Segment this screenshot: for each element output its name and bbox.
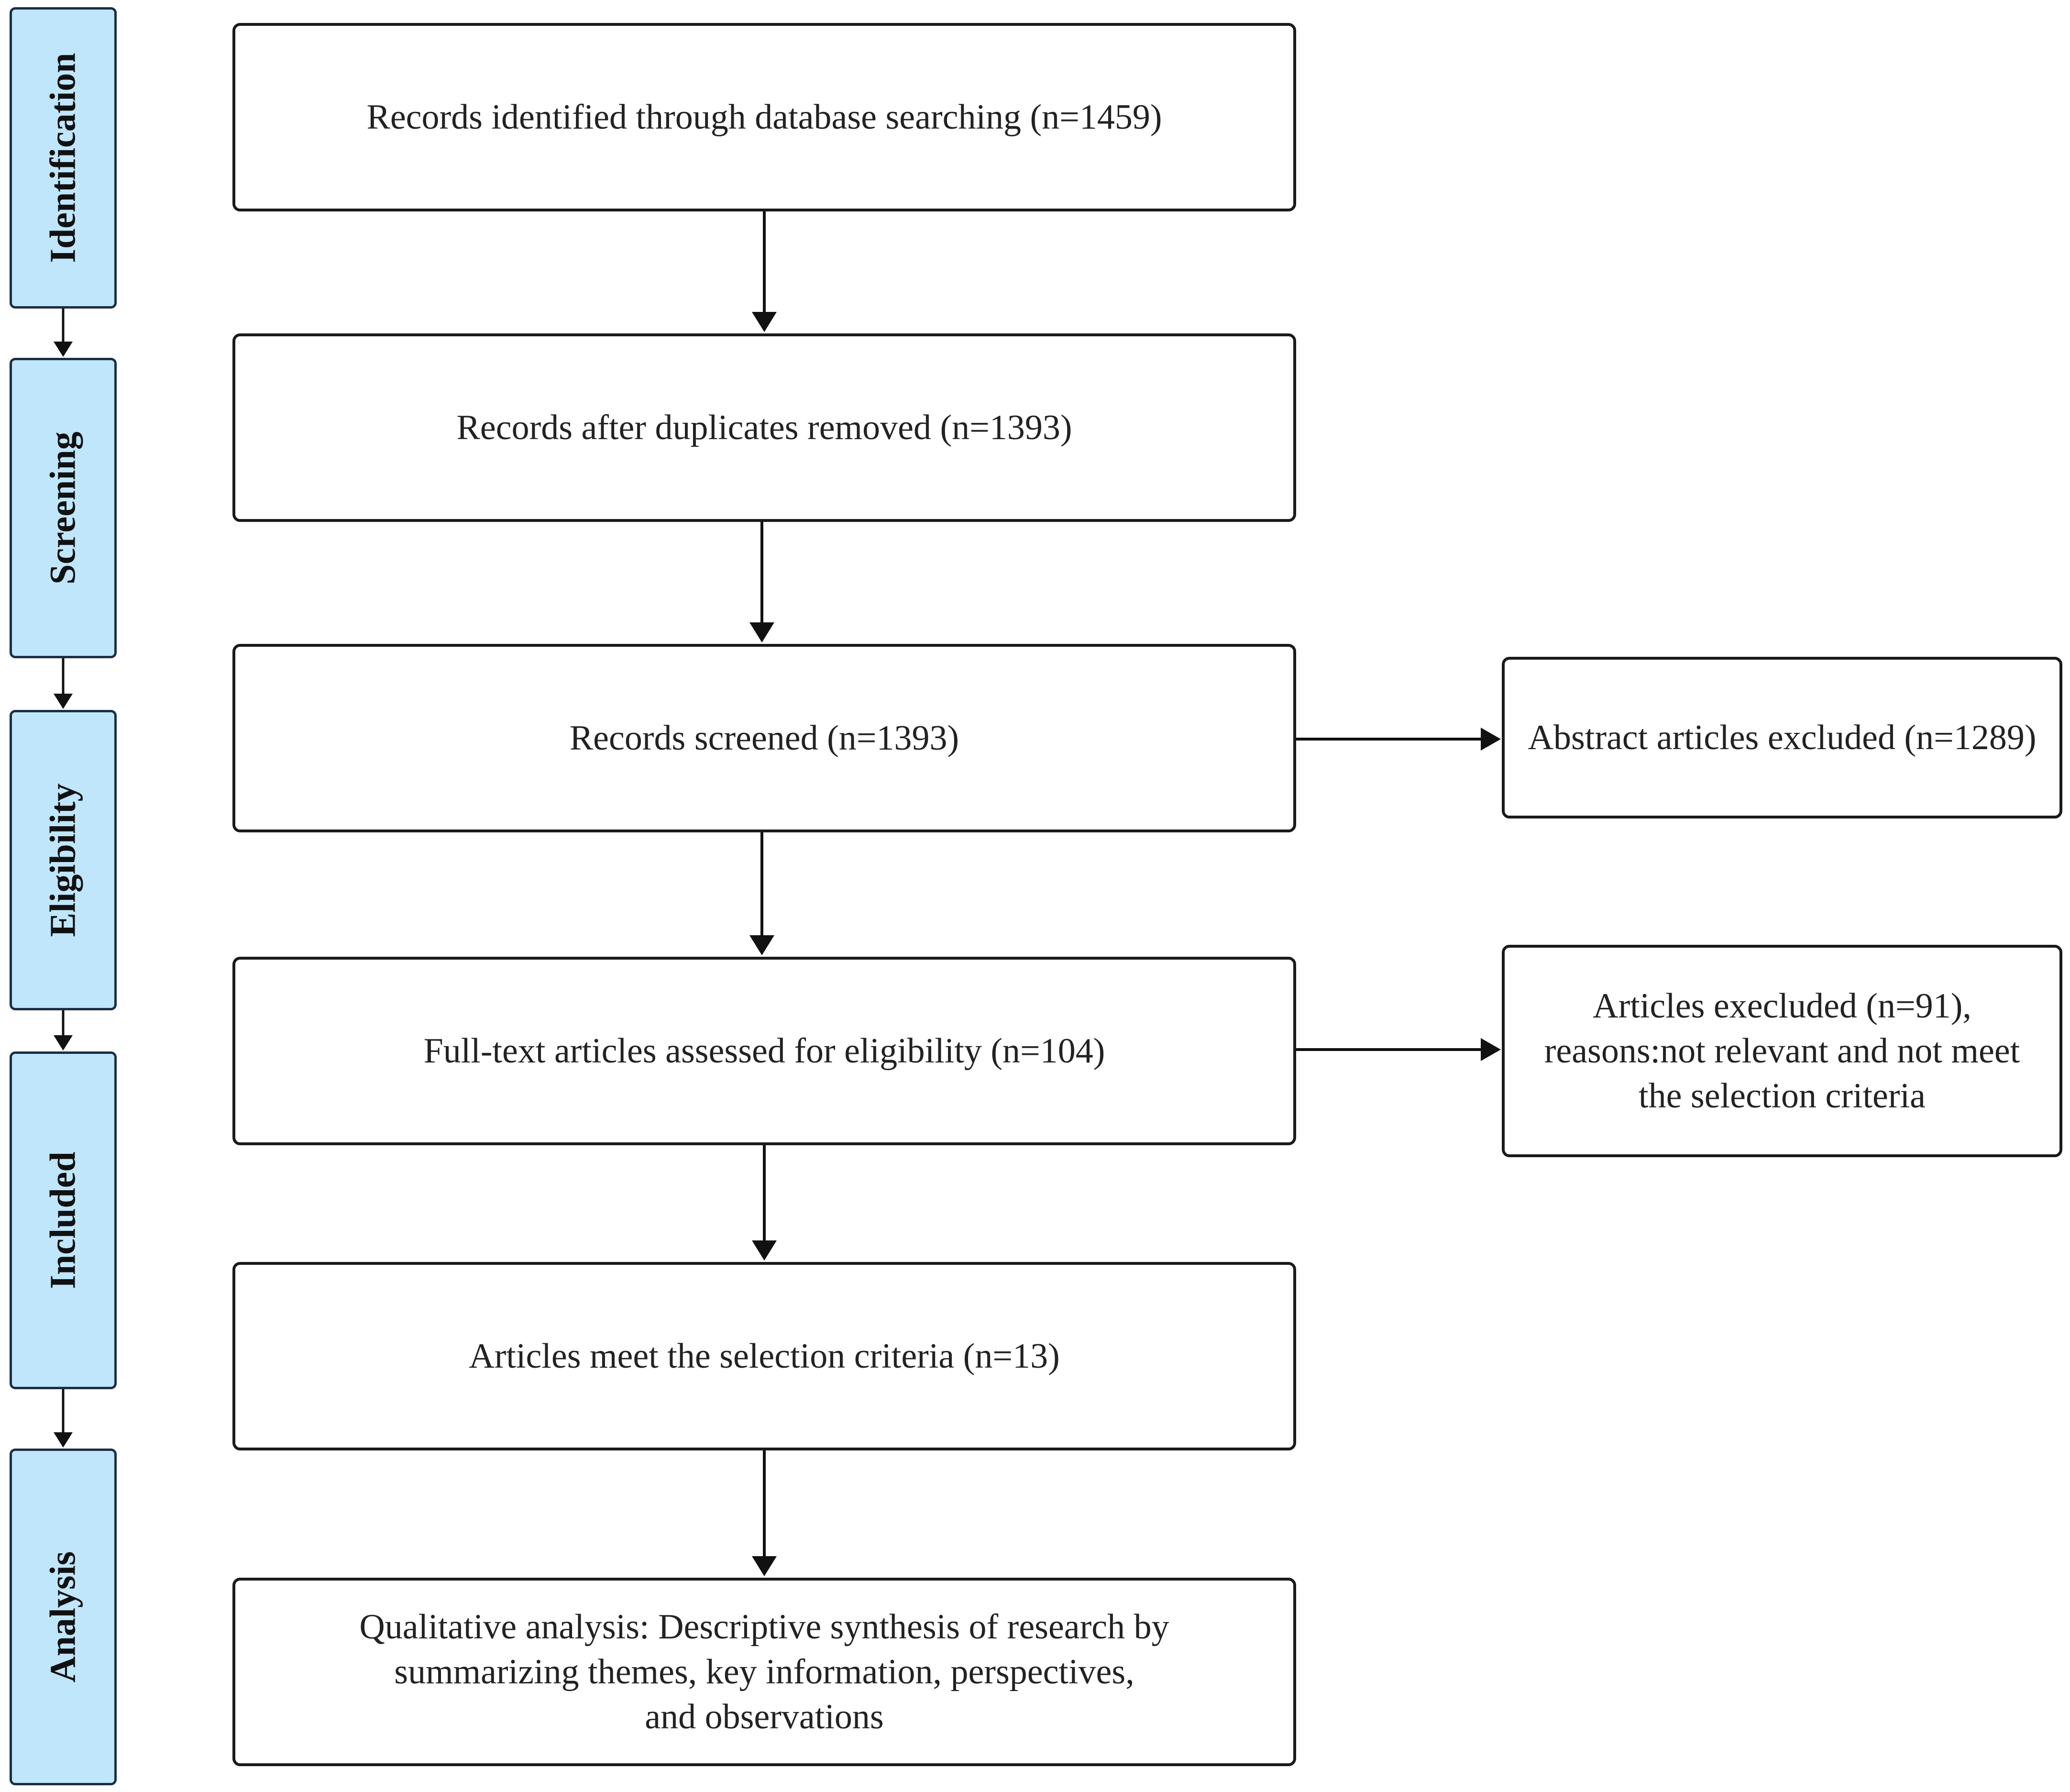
stage-analysis: Analysis	[10, 1449, 117, 1785]
full-text-assessed-box: Full-text articles assessed for eligibil…	[232, 957, 1296, 1145]
abstract-excluded-box: Abstract articles excluded (n=1289)	[1502, 657, 2062, 819]
articles-included-text: Articles meet the selection criteria (n=…	[469, 1337, 1060, 1376]
arrow-fulltext-to-fulltext-excluded	[1296, 1038, 1501, 1061]
arrow-fulltext-to-included	[752, 1145, 777, 1261]
records-screened-text: Records screened (n=1393)	[569, 719, 959, 758]
stage-screening: Screening	[10, 358, 117, 658]
duplicates-removed-text: Records after duplicates removed (n=1393…	[456, 408, 1072, 447]
qualitative-analysis-text: Qualitative analysis: Descriptive synthe…	[359, 1607, 1169, 1737]
identified-records-text: Records identified through database sear…	[366, 98, 1162, 137]
articles-included-box: Articles meet the selection criteria (n=…	[232, 1262, 1296, 1450]
stage-identification-label: Identification	[43, 53, 83, 263]
stage-included: Included	[10, 1051, 117, 1389]
fulltext-excluded-text: Articles execluded (n=91), reasons:not r…	[1544, 986, 2020, 1116]
arrow-stage-included-to-analysis	[54, 1389, 73, 1448]
records-screened-box: Records screened (n=1393)	[232, 644, 1296, 832]
arrow-stage-screening-to-eligibility	[54, 658, 73, 709]
arrow-stage-identification-to-screening	[54, 309, 73, 357]
arrow-identified-to-duplicates	[752, 211, 777, 332]
arrow-duplicates-to-screened	[749, 522, 774, 642]
stage-eligibility-label: Eligibility	[43, 783, 83, 937]
stage-screening-label: Screening	[43, 431, 83, 585]
qualitative-analysis-box: Qualitative analysis: Descriptive synthe…	[232, 1578, 1296, 1766]
stage-included-label: Included	[43, 1151, 83, 1289]
stage-eligibility: Eligibility	[10, 710, 117, 1010]
arrow-stage-eligibility-to-included	[54, 1010, 73, 1051]
arrow-screened-to-fulltext	[749, 832, 774, 955]
stage-identification: Identification	[10, 7, 117, 309]
full-text-assessed-text: Full-text articles assessed for eligibil…	[423, 1031, 1105, 1071]
identified-records-box: Records identified through database sear…	[232, 23, 1296, 211]
stage-analysis-label: Analysis	[43, 1551, 83, 1683]
abstract-excluded-text: Abstract articles excluded (n=1289)	[1528, 718, 2037, 757]
duplicates-removed-box: Records after duplicates removed (n=1393…	[232, 333, 1296, 522]
arrow-screened-to-abstract-excluded	[1296, 728, 1501, 751]
arrow-included-to-analysis	[752, 1450, 777, 1576]
fulltext-excluded-box: Articles execluded (n=91), reasons:not r…	[1502, 945, 2062, 1157]
